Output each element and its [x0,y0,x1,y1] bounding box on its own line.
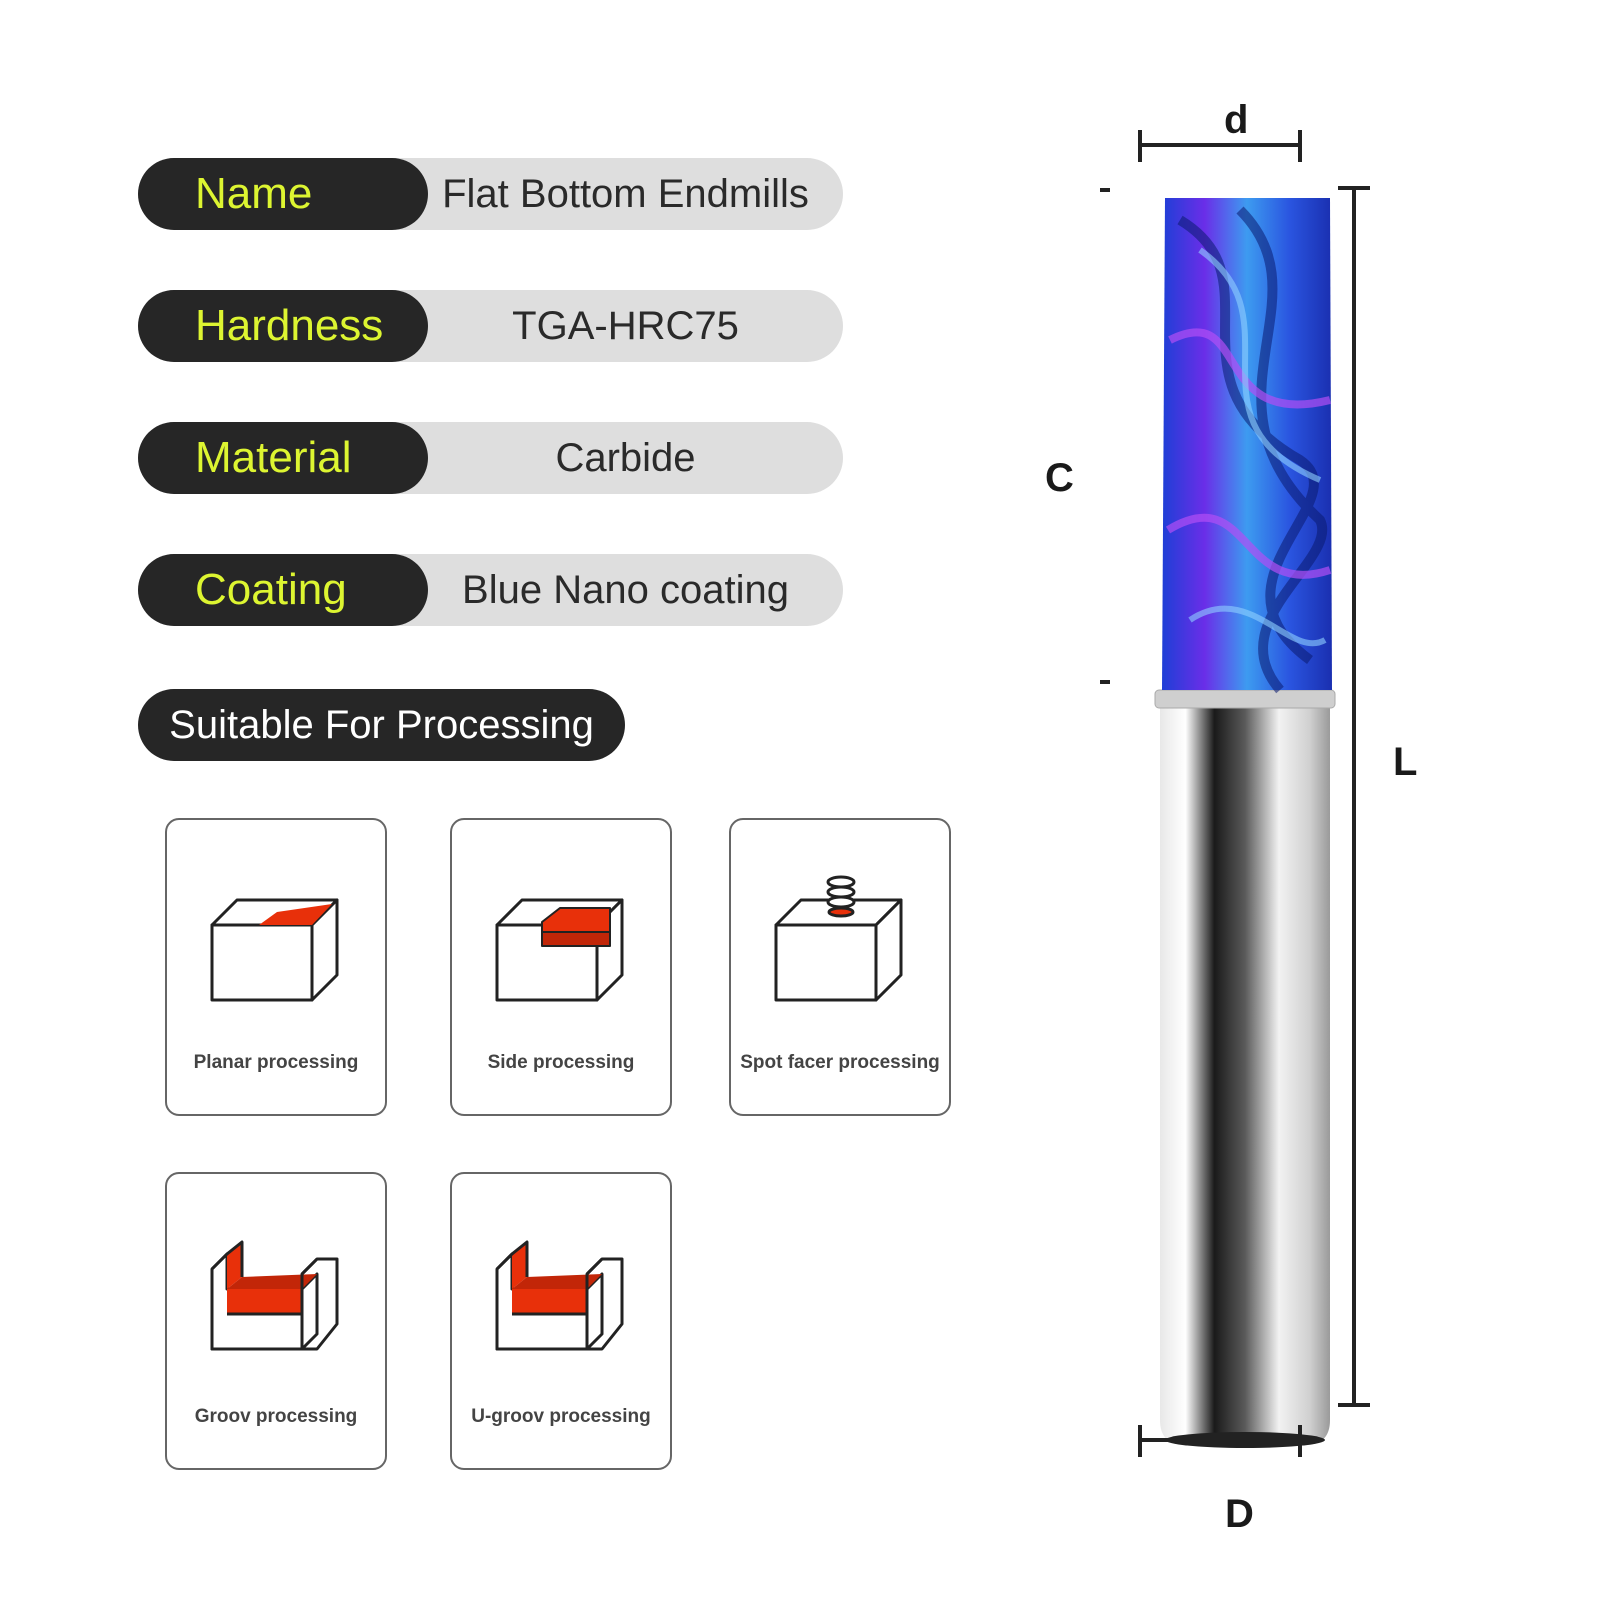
spot-facer-processing-icon [774,875,903,1002]
process-label: Side processing [487,1052,635,1073]
shank [1160,700,1330,1445]
dimension-label-l: L [1393,740,1418,784]
spec-label: Material [138,422,428,494]
spec-label: Name [138,158,428,230]
process-label: Spot facer processing [740,1052,940,1073]
dimension-label-c: C [1045,456,1074,500]
side-processing-icon [495,898,624,1002]
process-card-planar: Planar processing [165,818,387,1116]
dimension-label-d: d [1224,98,1249,142]
process-label: Groov processing [194,1406,358,1427]
process-label: U-groov processing [471,1406,651,1427]
spec-value: Blue Nano coating [462,568,789,612]
spec-row-name: Name Flat Bottom Endmills [138,158,843,230]
spec-label: Coating [138,554,428,626]
fluted-cutting-section [1162,198,1332,690]
shank-collar [1154,689,1336,709]
process-card-groove: Groov processing [165,1172,387,1470]
spec-label: Hardness [138,290,428,362]
spec-row-coating: Coating Blue Nano coating [138,554,843,626]
process-label: Planar processing [193,1052,359,1073]
spec-row-material: Material Carbide [138,422,843,494]
process-card-side: Side processing [450,818,672,1116]
process-card-spot-facer: Spot facer processing [729,818,951,1116]
process-card-u-groove: U-groov processing [450,1172,672,1470]
suitable-for-processing-heading: Suitable For Processing [138,689,625,761]
planar-processing-icon [210,898,339,1002]
spec-value: Flat Bottom Endmills [442,172,809,216]
u-groove-processing-icon [495,1240,624,1351]
groove-processing-icon [210,1240,339,1351]
spec-value: Carbide [555,436,696,480]
dimension-label-D: D [1225,1492,1254,1536]
endmill-illustration [1100,130,1370,1457]
spec-row-hardness: Hardness TGA-HRC75 [138,290,843,362]
spec-value: TGA-HRC75 [512,304,739,348]
